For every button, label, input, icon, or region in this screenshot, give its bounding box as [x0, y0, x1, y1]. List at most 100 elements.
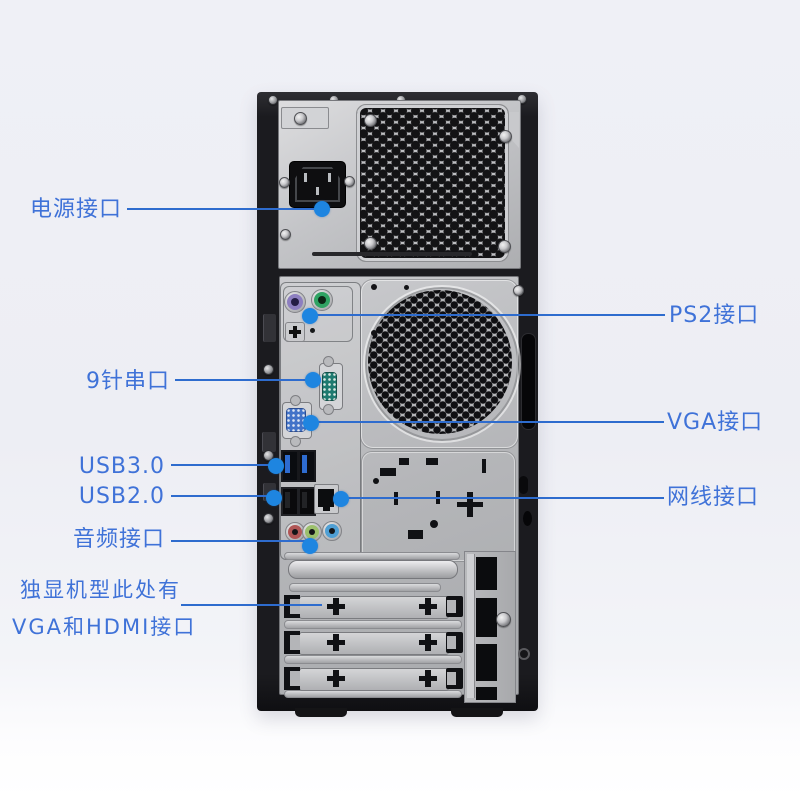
ethernet-clip-notch	[323, 506, 330, 511]
usb3-leader-line	[171, 464, 271, 466]
slot-retention-bar	[288, 560, 458, 579]
audio-label: 音频接口	[72, 527, 165, 552]
audio-callout-dot	[302, 538, 318, 554]
ps2-label: PS2接口	[669, 303, 760, 328]
slot-bracket-notch	[290, 599, 300, 614]
usb2-callout-dot	[266, 490, 282, 506]
vga-leader-line	[316, 421, 664, 423]
knockout-hole	[430, 520, 438, 528]
slot-rail-strip	[467, 554, 475, 698]
vga-label: VGA接口	[667, 410, 764, 435]
padlock-loop-hole	[523, 511, 532, 526]
slot-plus-vent	[333, 598, 339, 615]
emboss-groove	[284, 552, 460, 560]
card-slot-opening	[476, 598, 497, 637]
vga-screw-post	[290, 436, 301, 447]
case-fan-grille	[368, 290, 512, 434]
slot-bracket-notch	[447, 600, 456, 613]
vent-hole	[404, 285, 409, 290]
side-latch-slot	[521, 333, 536, 430]
emboss-groove	[289, 583, 441, 592]
serial-callout-dot	[305, 372, 321, 388]
slot-plus-vent	[333, 634, 339, 651]
screw-icon	[498, 240, 511, 253]
case-foot	[295, 708, 347, 717]
slot-bracket-right	[446, 668, 463, 689]
usb2-tongue	[285, 492, 290, 508]
serial-leader-line	[175, 379, 307, 381]
case-foot	[451, 708, 503, 717]
power-label: 电源接口	[29, 197, 122, 222]
screw-icon	[268, 95, 278, 105]
screw-icon	[263, 513, 274, 524]
knockout-cutout	[482, 459, 486, 473]
expansion-label-line2: VGA和HDMI接口	[12, 615, 197, 639]
edge-clip	[262, 432, 276, 452]
screw-icon	[517, 94, 527, 104]
vga-screw-post	[290, 395, 301, 406]
knockout-cutout	[426, 458, 438, 465]
psu-vent-slot	[312, 252, 472, 256]
lan-leader-line	[346, 497, 664, 499]
side-slot	[519, 476, 528, 494]
screw-icon	[263, 364, 274, 375]
emboss-groove	[284, 620, 462, 629]
plus-vent-bar	[293, 326, 297, 338]
serial-screw-post	[323, 356, 334, 367]
slot-bracket-left	[284, 595, 300, 618]
slot-bracket-notch	[447, 672, 456, 685]
audio-leader-line	[171, 540, 305, 542]
audio-jack-hole	[309, 529, 315, 535]
expansion-label-line1: 独显机型此处有	[20, 578, 181, 602]
ps2-mouse-port	[311, 289, 333, 311]
slot-plus-vent	[425, 598, 431, 615]
usb3-tongue	[302, 455, 307, 473]
vga-port	[286, 408, 306, 432]
usb2-tongue	[302, 492, 307, 508]
usb3-callout-dot	[268, 458, 284, 474]
psu-fan-grille	[356, 104, 509, 262]
power-inlet-pin	[316, 187, 319, 195]
serial-port	[322, 372, 337, 401]
screw-icon	[364, 237, 377, 250]
expansion-leader-line	[181, 604, 322, 606]
card-slot-opening	[476, 557, 497, 590]
usb2-leader-line	[171, 495, 269, 497]
slot-bracket-notch	[290, 635, 300, 650]
screw-icon	[344, 176, 355, 187]
ps2-leader-line	[315, 314, 665, 316]
screw-icon	[513, 285, 524, 296]
ethernet-opening	[318, 489, 334, 507]
serial-screw-post	[323, 404, 334, 415]
screw-icon	[364, 114, 377, 127]
vga-callout-dot	[303, 415, 319, 431]
slot-plus-vent	[425, 634, 431, 651]
ps2-keyboard-port	[284, 291, 306, 313]
edge-clip	[263, 314, 276, 342]
emboss-groove	[284, 690, 462, 698]
emboss-groove	[284, 655, 462, 664]
knockout-cutout	[380, 468, 396, 476]
slot-rail	[464, 551, 516, 703]
audio-jack-linein	[322, 521, 342, 541]
slot-bracket-right	[446, 596, 463, 617]
plus-vent-hole	[285, 322, 305, 342]
slot-bracket-notch	[447, 636, 456, 649]
fan-ring	[363, 285, 521, 443]
thumbscrew-hole	[518, 648, 530, 660]
ps2-mouse-center	[318, 296, 326, 304]
power-inlet-pin	[304, 173, 307, 182]
vent-hole	[371, 284, 377, 290]
lan-callout-dot	[333, 491, 349, 507]
ps2-keyboard-center	[291, 298, 299, 306]
knockout-hole	[373, 478, 379, 484]
slot-bracket-left	[284, 631, 300, 654]
audio-jack-hole	[329, 528, 335, 534]
usb2-label: USB2.0	[78, 484, 165, 509]
slot-plus-vent	[425, 670, 431, 687]
plus-emboss-bar	[467, 492, 473, 517]
screw-icon	[294, 112, 307, 125]
slot-plus-vent	[333, 670, 339, 687]
power-callout-dot	[314, 201, 330, 217]
